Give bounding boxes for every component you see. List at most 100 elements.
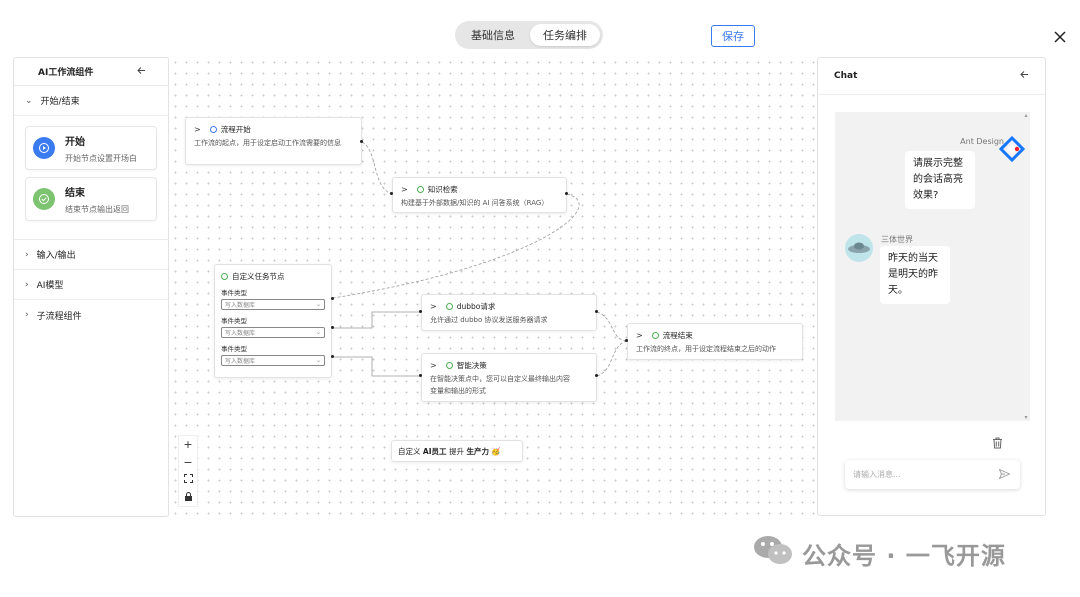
- fit-view-icon[interactable]: [183, 473, 193, 486]
- node-flow-end[interactable]: >流程结束 工作流的终点，用于设定流程结束之后的动作: [627, 323, 803, 360]
- collapse-arrow-icon[interactable]: [137, 66, 146, 78]
- chat-panel: Chat Ant Design 请展示完整 的会话高亮 效果? 三体世界 昨天的…: [817, 57, 1046, 516]
- trash-icon[interactable]: [992, 434, 1003, 453]
- node-port[interactable]: [595, 374, 598, 377]
- zoom-out-icon[interactable]: −: [183, 455, 193, 469]
- card-title: 结束: [65, 187, 85, 199]
- node-flow-start[interactable]: >流程开始 工作流的起点，用于设定启动工作流需要的信息: [185, 117, 362, 165]
- node-title: 自定义任务节点: [232, 272, 285, 281]
- input-placeholder: 请输入消息...: [853, 470, 901, 479]
- select-value: 写入数据库: [225, 302, 256, 309]
- close-icon[interactable]: [1051, 28, 1069, 46]
- message-line: 请展示完整: [913, 158, 963, 169]
- expand-icon[interactable]: >: [401, 185, 408, 194]
- check-circle-icon: [445, 303, 453, 310]
- component-card-start[interactable]: 开始 开始节点设置开场白: [25, 126, 157, 170]
- field-label: 事件类型: [221, 317, 247, 325]
- node-description: 构建基于外部数据/知识的 AI 问答系统（RAG）: [401, 199, 549, 207]
- message-line: 效果?: [913, 190, 939, 201]
- expand-icon[interactable]: >: [430, 302, 437, 311]
- node-title: dubbo请求: [456, 302, 496, 311]
- expand-icon[interactable]: >: [636, 331, 643, 340]
- node-knowledge-retrieval[interactable]: > 知识检索 构建基于外部数据/知识的 AI 问答系统（RAG）: [392, 177, 567, 213]
- select-value: 写入数据库: [225, 330, 256, 337]
- field-label: 事件类型: [221, 289, 247, 297]
- chevron-down-icon: ⌄: [315, 329, 321, 336]
- sidebar-section-ai-model[interactable]: › AI模型: [14, 270, 168, 300]
- check-circle-icon: [445, 362, 453, 369]
- node-port[interactable]: [565, 192, 568, 195]
- card-description: 结束节点输出返回: [65, 204, 129, 214]
- section-label: 输入/输出: [36, 251, 76, 261]
- edge-custom-dubbo: [333, 311, 420, 329]
- edge-start-knowledge: [361, 141, 393, 195]
- component-card-end[interactable]: 结束 结束节点输出返回: [25, 177, 157, 221]
- chat-title: Chat: [834, 71, 858, 81]
- avatar: [845, 234, 873, 262]
- node-title: 智能决策: [456, 361, 487, 370]
- expand-icon[interactable]: >: [194, 125, 201, 134]
- lock-icon[interactable]: [184, 491, 193, 504]
- section-label: 开始/结束: [40, 97, 80, 107]
- send-icon[interactable]: [998, 468, 1011, 481]
- node-title: 流程开始: [220, 125, 251, 134]
- zoom-in-icon[interactable]: +: [183, 438, 193, 452]
- section-label: AI模型: [36, 281, 64, 291]
- edge-decision-end: [596, 340, 628, 377]
- field-label: 事件类型: [221, 345, 247, 353]
- event-type-select-3[interactable]: 写入数据库⌄: [221, 355, 325, 366]
- chevron-right-icon: ›: [25, 279, 29, 290]
- message-input[interactable]: 请输入消息...: [845, 460, 1020, 489]
- note-text: 自定义: [398, 447, 423, 456]
- sidebar-section-io[interactable]: › 输入/输出: [14, 240, 168, 270]
- check-circle-icon: [33, 188, 55, 210]
- edge-knowledge-custom: [332, 193, 580, 299]
- node-port[interactable]: [331, 355, 334, 358]
- collapse-arrow-icon[interactable]: [1020, 70, 1029, 82]
- card-description: 开始节点设置开场白: [65, 153, 137, 163]
- sidebar-title: AI工作流组件: [38, 68, 94, 78]
- node-title: 知识检索: [427, 185, 458, 194]
- check-circle-icon: [221, 273, 228, 280]
- check-circle-icon: [416, 186, 424, 193]
- message-sender: 三体世界: [881, 235, 913, 244]
- expand-icon[interactable]: >: [430, 361, 437, 370]
- message-sender: Ant Design: [960, 137, 1004, 146]
- message-bubble-left: 昨天的当天 是明天的昨 天。: [880, 246, 950, 304]
- event-type-select-2[interactable]: 写入数据库 ⌄: [221, 327, 325, 338]
- section-label: 子流程组件: [36, 311, 82, 322]
- message-bubble-right: 请展示完整 的会话高亮 效果?: [905, 151, 975, 209]
- select-value: 写入数据库: [225, 358, 256, 365]
- note-text-bold: 生产力: [466, 447, 490, 456]
- node-port[interactable]: [360, 140, 363, 143]
- node-port[interactable]: [331, 326, 334, 329]
- node-port[interactable]: [419, 374, 422, 377]
- node-description: 变量和输出的形式: [430, 387, 486, 395]
- node-port[interactable]: [419, 310, 422, 313]
- play-icon: [209, 126, 217, 133]
- chat-scrollbar[interactable]: ▴ ▾: [1024, 112, 1028, 421]
- tab-task-orchestration[interactable]: 任务编排: [530, 24, 600, 46]
- chevron-down-icon: ⌄: [25, 95, 33, 106]
- event-type-select-1[interactable]: 写入数据库⌄: [221, 299, 325, 310]
- sidebar-section-subflow[interactable]: › 子流程组件: [14, 300, 168, 330]
- wechat-icon: [752, 534, 794, 572]
- node-port[interactable]: [625, 339, 628, 342]
- sidebar-section-start-end[interactable]: ⌄ 开始/结束: [14, 86, 168, 116]
- node-smart-decision[interactable]: > 智能决策 在智能决策点中，您可以自定义最终输出内容 变量和输出的形式: [421, 353, 597, 402]
- chat-messages[interactable]: Ant Design 请展示完整 的会话高亮 效果? 三体世界 昨天的当天 是明…: [835, 112, 1030, 421]
- node-port[interactable]: [390, 192, 393, 195]
- watermark: 公众号 · 一飞开源: [752, 535, 1006, 571]
- tab-basic-info[interactable]: 基础信息: [471, 29, 515, 42]
- note-node[interactable]: 自定义 AI员工 提升 生产力 🥳: [391, 440, 523, 462]
- save-button[interactable]: 保存: [711, 25, 755, 47]
- node-custom-task[interactable]: 自定义任务节点 事件类型 写入数据库⌄ 事件类型 写入数据库⌄ 事件类型 写入数…: [214, 264, 332, 378]
- chat-header: Chat: [818, 58, 1045, 95]
- node-port[interactable]: [595, 310, 598, 313]
- card-title: 开始: [65, 136, 85, 148]
- note-text-bold: AI员工: [422, 447, 450, 456]
- message-line: 天。: [888, 285, 908, 296]
- node-description: 在智能决策点中，您可以自定义最终输出内容: [430, 375, 570, 383]
- node-port[interactable]: [331, 297, 334, 300]
- node-dubbo-request[interactable]: >dubbo请求 允许通过 dubbo 协议发送服务器请求: [421, 294, 597, 331]
